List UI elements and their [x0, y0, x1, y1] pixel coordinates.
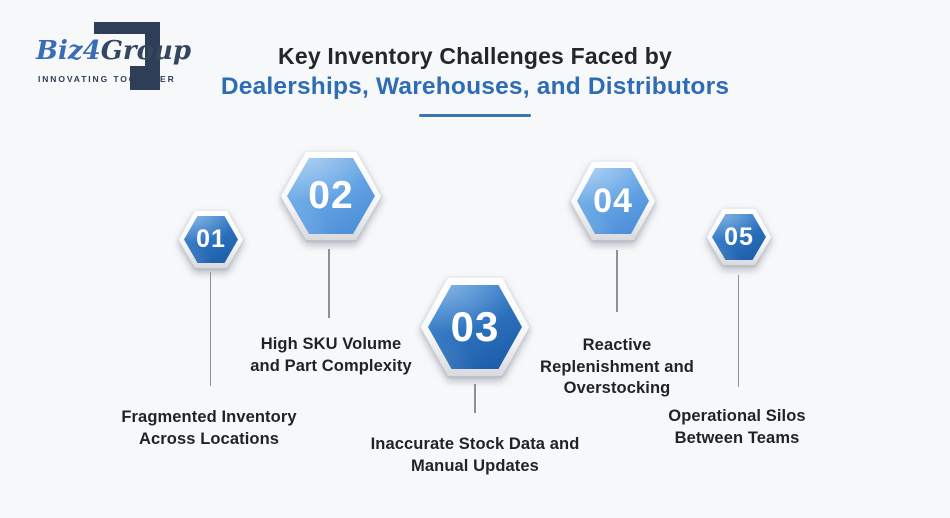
challenge-number-02: 02 [308, 174, 354, 217]
hexagon-edge-03: 03 [420, 277, 530, 377]
hexagon-rim-05: 05 [707, 209, 771, 265]
label-line: Between Teams [674, 428, 800, 447]
challenge-label-05: Operational Silos Between Teams [587, 406, 887, 449]
page-title-line1: Key Inventory Challenges Faced by [278, 43, 672, 69]
challenge-number-01: 01 [196, 225, 226, 253]
connector-line-05 [737, 275, 740, 387]
label-line: Replenishment and [540, 357, 694, 376]
challenge-label-02: High SKU Volume and Part Complexity [181, 334, 481, 377]
hexagon-rim-04: 04 [571, 162, 655, 240]
challenge-label-01: Fragmented Inventory Across Locations [59, 407, 359, 450]
connector-line-01 [209, 272, 212, 386]
hexagon-02: 02 [287, 158, 375, 234]
label-line: Manual Updates [411, 456, 539, 475]
label-line: Across Locations [138, 429, 280, 448]
logo-frame-foot [130, 66, 160, 90]
challenge-badge-01: 01 [178, 210, 244, 269]
logo-brand-text: Biz4Group [36, 36, 191, 66]
logo-tagline: INNOVATING TOGETHER [38, 74, 176, 84]
logo-frame-shape [94, 22, 160, 80]
page-title-line2: Dealerships, Warehouses, and Distributor… [220, 73, 730, 100]
connector-line-02 [328, 249, 330, 318]
hexagon-rim-01: 01 [179, 211, 243, 268]
hexagon-rim-03: 03 [421, 278, 529, 376]
logo-brand-biz: Biz [36, 36, 83, 66]
challenge-badge-03: 03 [420, 277, 530, 377]
hexagon-04: 04 [577, 168, 649, 234]
challenge-badge-04: 04 [570, 161, 656, 241]
hexagon-01: 01 [184, 216, 238, 263]
connector-line-04 [616, 250, 618, 312]
page-title: Key Inventory Challenges Faced by Dealer… [0, 41, 950, 102]
title-divider [419, 114, 531, 117]
challenge-badge-05: 05 [706, 208, 772, 266]
label-line: Inaccurate Stock Data and [370, 435, 580, 453]
label-line: High SKU Volume [260, 335, 402, 353]
connector-line-03 [474, 384, 476, 413]
label-line: and Part Complexity [250, 356, 412, 375]
label-line: Reactive [582, 336, 652, 354]
challenge-badge-02: 02 [280, 151, 382, 241]
logo-brand-4: 4 [82, 36, 101, 66]
biz4group-logo: Biz4Group INNOVATING TOGETHER [22, 12, 191, 102]
hexagon-rim-02: 02 [281, 152, 381, 240]
challenge-label-03: Inaccurate Stock Data and Manual Updates [325, 434, 625, 477]
label-line: Fragmented Inventory [121, 408, 297, 426]
challenge-number-05: 05 [724, 222, 754, 251]
challenge-label-04: Reactive Replenishment and Overstocking [467, 335, 767, 400]
hexagon-edge-02: 02 [280, 151, 382, 241]
challenge-number-03: 03 [450, 303, 500, 350]
hexagon-edge-04: 04 [570, 161, 656, 241]
logo-brand-group: Group [100, 36, 192, 66]
hexagon-edge-01: 01 [178, 210, 244, 269]
challenge-number-04: 04 [593, 181, 633, 220]
hexagon-edge-05: 05 [706, 208, 772, 266]
label-line: Operational Silos [668, 407, 806, 425]
hexagon-05: 05 [712, 214, 766, 260]
label-line: Overstocking [563, 379, 671, 397]
